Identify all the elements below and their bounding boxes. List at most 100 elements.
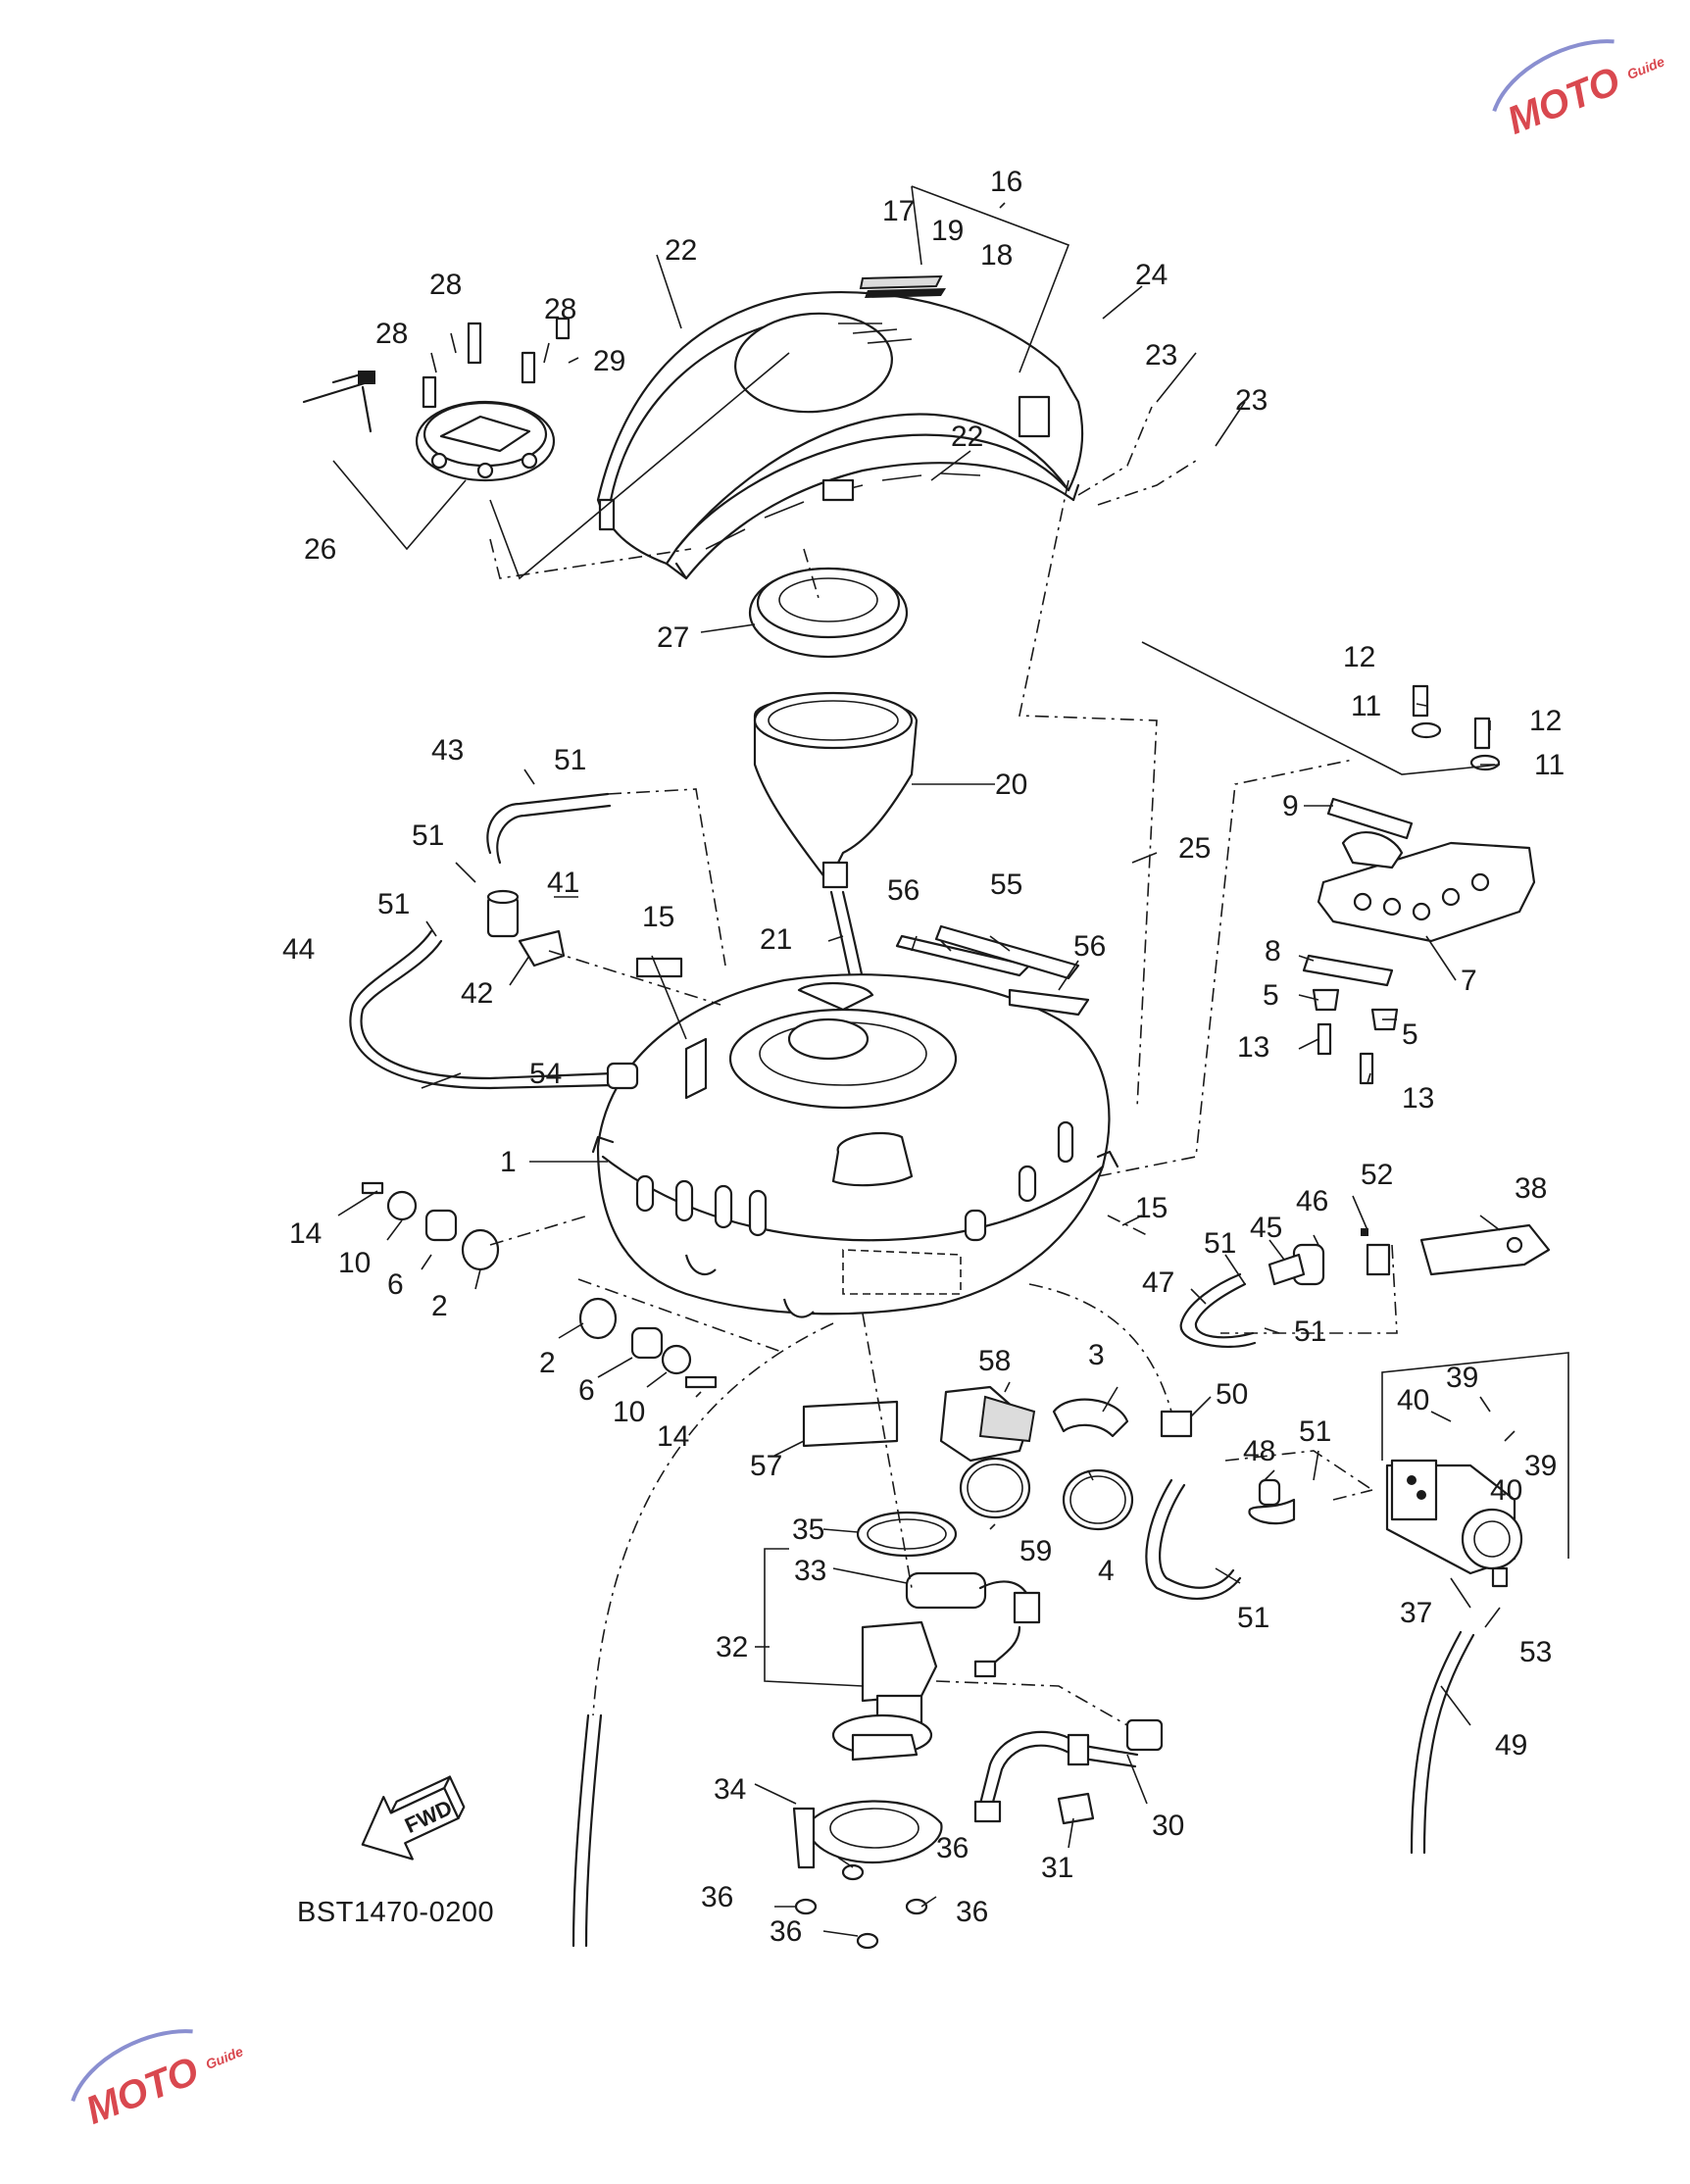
label-14-lower: 14 xyxy=(657,1420,689,1453)
label-40-top: 40 xyxy=(1397,1384,1429,1416)
label-44: 44 xyxy=(282,933,315,966)
label-51-g: 51 xyxy=(1237,1602,1269,1634)
label-37: 37 xyxy=(1400,1597,1432,1629)
label-49: 49 xyxy=(1495,1729,1527,1762)
label-57: 57 xyxy=(750,1450,782,1482)
label-36-bottom: 36 xyxy=(770,1915,802,1948)
label-22-mid: 22 xyxy=(951,421,983,453)
label-13-right: 13 xyxy=(1402,1082,1434,1115)
label-23-upper: 23 xyxy=(1145,339,1177,372)
label-32: 32 xyxy=(716,1631,748,1663)
diagram-code: BST1470-0200 xyxy=(297,1897,494,1928)
label-45: 45 xyxy=(1250,1212,1282,1244)
label-39-top: 39 xyxy=(1446,1362,1478,1394)
label-56-right: 56 xyxy=(1073,930,1106,963)
filler-neck xyxy=(753,691,919,889)
label-18: 18 xyxy=(980,239,1013,272)
label-29: 29 xyxy=(593,345,625,377)
mount-left-upper xyxy=(361,1181,500,1271)
label-34: 34 xyxy=(714,1773,746,1806)
label-12-top: 12 xyxy=(1343,641,1375,673)
label-33: 33 xyxy=(794,1555,826,1587)
fuel-tank xyxy=(591,973,1119,1318)
label-51-f: 51 xyxy=(1299,1415,1331,1448)
label-20: 20 xyxy=(995,769,1027,801)
label-10-upper: 10 xyxy=(338,1247,371,1279)
watermark-sub-bottom: Guide xyxy=(203,2043,245,2072)
label-55: 55 xyxy=(990,869,1022,901)
label-14-upper: 14 xyxy=(289,1217,322,1250)
label-35: 35 xyxy=(792,1514,824,1546)
label-36-left: 36 xyxy=(701,1881,733,1913)
label-22-top: 22 xyxy=(665,234,697,267)
label-5-left: 5 xyxy=(1263,979,1279,1012)
rollover-valve xyxy=(1268,1228,1391,1286)
tank-vents xyxy=(635,1120,1074,1242)
label-24: 24 xyxy=(1135,259,1168,291)
label-1: 1 xyxy=(500,1146,517,1178)
label-17: 17 xyxy=(882,195,915,227)
label-2-lower: 2 xyxy=(539,1347,556,1379)
label-27: 27 xyxy=(657,621,689,654)
fuel-delivery-hose xyxy=(973,1718,1164,1825)
label-26: 26 xyxy=(304,533,336,566)
label-38: 38 xyxy=(1515,1172,1547,1205)
hose-right-lower xyxy=(1145,1478,1242,1600)
watermark-brand-bottom: MOTO xyxy=(80,2049,205,2132)
watermark-sub-top: Guide xyxy=(1624,53,1666,82)
label-51-b: 51 xyxy=(412,819,444,852)
label-3: 3 xyxy=(1088,1339,1105,1371)
fwd-arrow: FWD xyxy=(361,1775,466,1861)
label-41: 41 xyxy=(547,867,579,899)
label-36-right: 36 xyxy=(956,1896,988,1928)
label-39-right: 39 xyxy=(1524,1450,1557,1482)
ignition-keys xyxy=(302,371,375,433)
watermark-top-right: MOTO Guide xyxy=(1492,39,1666,143)
long-drain-hose-left-edge xyxy=(584,1713,603,1948)
watermark-bottom-left: MOTO Guide xyxy=(71,2029,245,2133)
leader-lines xyxy=(332,185,1569,1937)
label-28-top: 28 xyxy=(429,269,462,301)
hose-right-lower-edge xyxy=(1159,1483,1235,1589)
watermark-brand-top: MOTO xyxy=(1502,59,1626,142)
fuel-pump-gasket xyxy=(856,1511,958,1558)
label-58: 58 xyxy=(978,1345,1011,1377)
label-7: 7 xyxy=(1461,965,1477,997)
label-51-c: 51 xyxy=(377,888,410,920)
relation-lines xyxy=(489,406,1398,1726)
label-59: 59 xyxy=(1019,1535,1052,1567)
label-10-lower: 10 xyxy=(613,1396,645,1428)
tank-pads xyxy=(895,924,1090,1017)
label-23-right: 23 xyxy=(1235,384,1268,417)
label-40-right: 40 xyxy=(1490,1474,1522,1507)
emblem-set xyxy=(859,274,946,298)
label-30: 30 xyxy=(1152,1810,1184,1842)
label-13-left: 13 xyxy=(1237,1031,1269,1064)
hose-49-edge xyxy=(1422,1633,1475,1855)
hose-49 xyxy=(1410,1630,1463,1855)
label-53: 53 xyxy=(1519,1636,1552,1668)
label-56-left: 56 xyxy=(887,874,920,907)
label-19: 19 xyxy=(931,215,964,247)
label-47: 47 xyxy=(1142,1266,1174,1299)
label-8: 8 xyxy=(1265,935,1281,968)
fuel-filler-cap xyxy=(415,400,556,482)
label-36-upper: 36 xyxy=(936,1832,969,1864)
label-54: 54 xyxy=(529,1058,562,1090)
cap-bolts xyxy=(422,317,571,409)
label-50: 50 xyxy=(1216,1378,1248,1411)
hose-clamps xyxy=(959,1457,1134,1531)
label-51-d: 51 xyxy=(1204,1227,1236,1260)
sheet-57 xyxy=(802,1400,899,1448)
label-9: 9 xyxy=(1282,790,1299,822)
plate-bolts xyxy=(794,1863,928,1950)
rear-bracket xyxy=(1317,831,1536,943)
label-21: 21 xyxy=(760,923,792,956)
holders-58-3 xyxy=(939,1385,1129,1463)
breather-hoses-left xyxy=(349,792,683,1090)
canister-bracket-38 xyxy=(1419,1223,1551,1276)
label-15-right: 15 xyxy=(1135,1192,1168,1224)
label-43: 43 xyxy=(431,734,464,767)
joint-50 xyxy=(1160,1410,1193,1438)
